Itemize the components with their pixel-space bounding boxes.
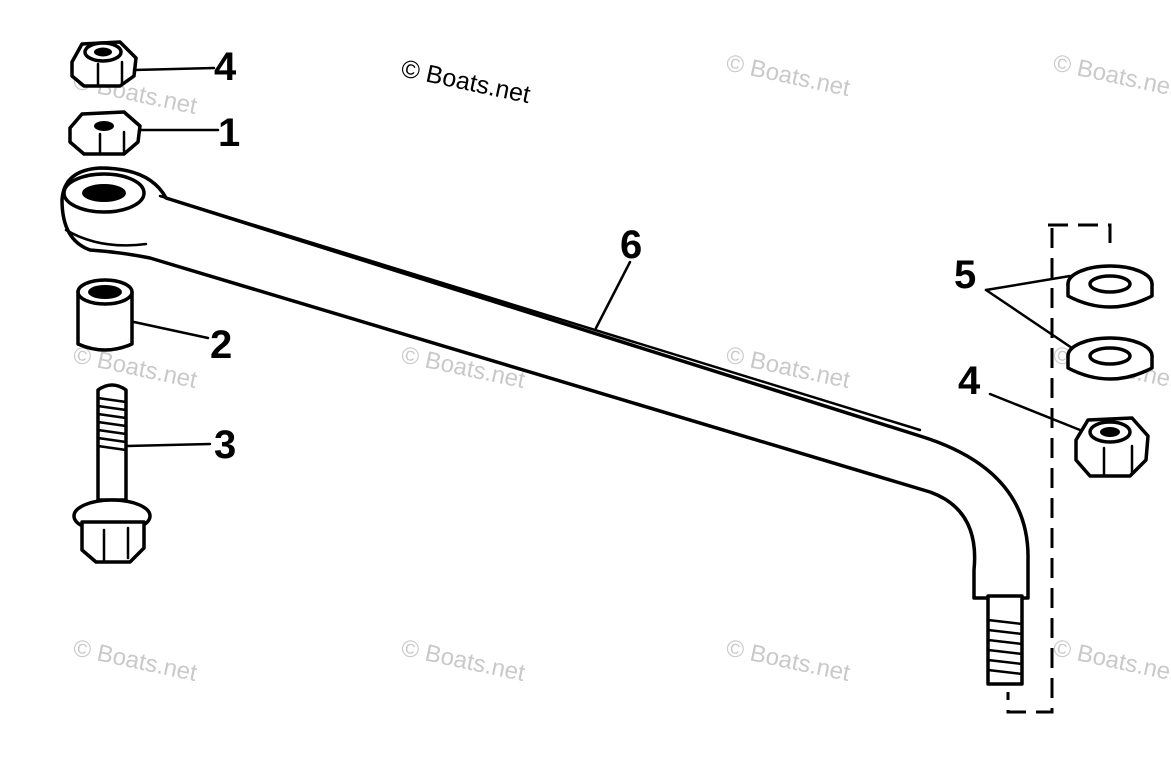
callout-nut-top: 4 bbox=[214, 45, 237, 89]
watermark: © Boats.net bbox=[71, 634, 200, 687]
nut-top-part bbox=[70, 40, 138, 88]
callout-tie-bar: 6 bbox=[620, 223, 642, 267]
tie-bar-part bbox=[60, 166, 1030, 686]
callout-washer-top: 1 bbox=[218, 111, 240, 155]
watermark: © Boats.net bbox=[724, 49, 853, 102]
washers-right-part bbox=[1066, 264, 1154, 381]
callout-bolt: 3 bbox=[214, 423, 236, 467]
callout-bushing: 2 bbox=[210, 323, 232, 367]
washer-top-part bbox=[68, 110, 142, 156]
bushing-part bbox=[76, 278, 134, 352]
watermark: © Boats.net bbox=[724, 634, 853, 687]
leader-lines bbox=[124, 66, 1082, 448]
copyright-text: © Boats.net bbox=[399, 54, 533, 109]
bolt-thread bbox=[96, 396, 128, 452]
watermark: © Boats.net bbox=[1051, 634, 1171, 687]
watermark: © Boats.net bbox=[399, 634, 528, 687]
callout-nut-right: 4 bbox=[958, 359, 981, 403]
tie-bar-thread bbox=[986, 618, 1024, 676]
dashed-bracket bbox=[1006, 223, 1112, 714]
watermark: © Boats.net bbox=[1051, 49, 1171, 102]
bolt-part bbox=[72, 383, 152, 564]
nut-right-part bbox=[1074, 416, 1150, 478]
callout-washers-right: 5 bbox=[954, 253, 976, 297]
callout-labels: 4 1 2 3 6 5 4 bbox=[210, 45, 981, 467]
